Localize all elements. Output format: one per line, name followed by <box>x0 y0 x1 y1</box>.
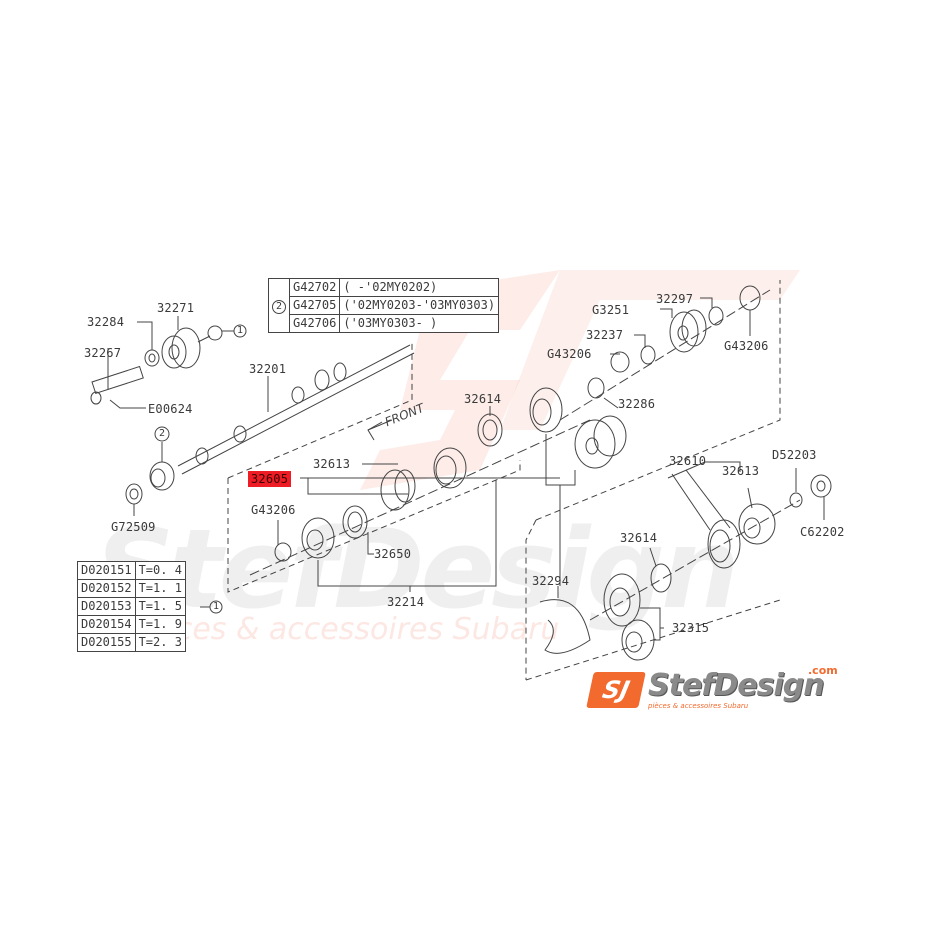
part-label-G43206[interactable]: G43206 <box>251 503 296 517</box>
part-label-32610[interactable]: 32610 <box>669 454 707 468</box>
assembly-frame <box>227 280 781 681</box>
part-label-G43206[interactable]: G43206 <box>547 347 592 361</box>
callout-1-upper: 1 <box>237 325 244 336</box>
gear-32271 <box>161 316 247 369</box>
variant-range: ('02MY0203-'03MY0303) <box>339 296 500 315</box>
main-shaft-32201 <box>177 344 415 475</box>
part-label-D52203[interactable]: D52203 <box>772 448 817 462</box>
part-label-32613[interactable]: 32613 <box>722 464 760 478</box>
part-label-32614[interactable]: 32614 <box>464 392 502 406</box>
part-label-G3251[interactable]: G3251 <box>592 303 630 317</box>
shim-part[interactable]: D020154 <box>77 615 136 634</box>
shim-part[interactable]: D020152 <box>77 579 136 598</box>
shim-thickness: T=2. 3 <box>134 633 186 652</box>
logo-badge: SJ <box>586 672 646 708</box>
part-label-E00624[interactable]: E00624 <box>148 402 193 416</box>
gear-cluster-lower-right <box>539 461 832 661</box>
variant-range: ('03MY0303- ) <box>339 314 500 333</box>
part-label-32286[interactable]: 32286 <box>618 397 656 411</box>
part-label-G72509[interactable]: G72509 <box>111 520 156 534</box>
gear-cluster-upper-right <box>559 285 771 421</box>
part-label-C62202[interactable]: C62202 <box>800 525 845 539</box>
shim-thickness: T=1. 1 <box>134 579 186 598</box>
gear-cluster-center <box>249 387 627 592</box>
shim-part[interactable]: D020153 <box>77 597 136 616</box>
part-label-32284[interactable]: 32284 <box>87 315 125 329</box>
part-label-32214[interactable]: 32214 <box>387 595 425 609</box>
variant-part[interactable]: G42702 <box>288 278 341 297</box>
part-label-32201[interactable]: 32201 <box>249 362 287 376</box>
callout-2-bearing: 2 <box>159 428 166 439</box>
part-label-32315[interactable]: 32315 <box>672 621 710 635</box>
variant-range: ( -'02MY0202) <box>339 278 500 297</box>
shim-thickness: T=0. 4 <box>134 561 186 580</box>
shim-thickness: T=1. 5 <box>134 597 186 616</box>
shim-thickness: T=1. 9 <box>134 615 186 634</box>
callout-1: 1 <box>213 601 220 612</box>
shim-part[interactable]: D020155 <box>77 633 136 652</box>
callout-2: 2 <box>272 299 286 314</box>
part-label-G43206[interactable]: G43206 <box>724 339 769 353</box>
front-arrow <box>367 419 393 441</box>
logo-name: StefDesign <box>648 668 825 703</box>
shaft-pin-32267 <box>90 348 146 409</box>
watermark-brand: StefDesign <box>95 505 739 633</box>
needle-bearing-2 <box>149 426 175 491</box>
part-label-32613[interactable]: 32613 <box>313 457 351 471</box>
part-label-32271[interactable]: 32271 <box>157 301 195 315</box>
variant-table: 2 G42702 ( -'02MY0202) G42705 ('02MY0203… <box>268 278 500 333</box>
part-label-32267[interactable]: 32267 <box>84 346 122 360</box>
watermark-tagline: pièces & accessoires Subaru <box>130 612 560 647</box>
part-label-32294[interactable]: 32294 <box>532 574 570 588</box>
part-label-32297[interactable]: 32297 <box>656 292 694 306</box>
variant-part[interactable]: G42705 <box>288 296 341 315</box>
variant-part[interactable]: G42706 <box>288 314 341 333</box>
bracket-32605 <box>300 477 408 495</box>
part-label-32650[interactable]: 32650 <box>374 547 412 561</box>
logo-domain: .com <box>808 664 838 677</box>
part-label-32237[interactable]: 32237 <box>586 328 624 342</box>
brand-logo: SJ StefDesign .com pièces & accessoires … <box>586 664 850 714</box>
seal-G72509 <box>125 483 143 516</box>
logo-tagline: pièces & accessoires Subaru <box>648 702 749 710</box>
part-label-32614[interactable]: 32614 <box>620 531 658 545</box>
shim-part[interactable]: D020151 <box>77 561 136 580</box>
washer-32284 <box>137 321 160 367</box>
part-label-32605-highlighted[interactable]: 32605 <box>248 471 292 487</box>
